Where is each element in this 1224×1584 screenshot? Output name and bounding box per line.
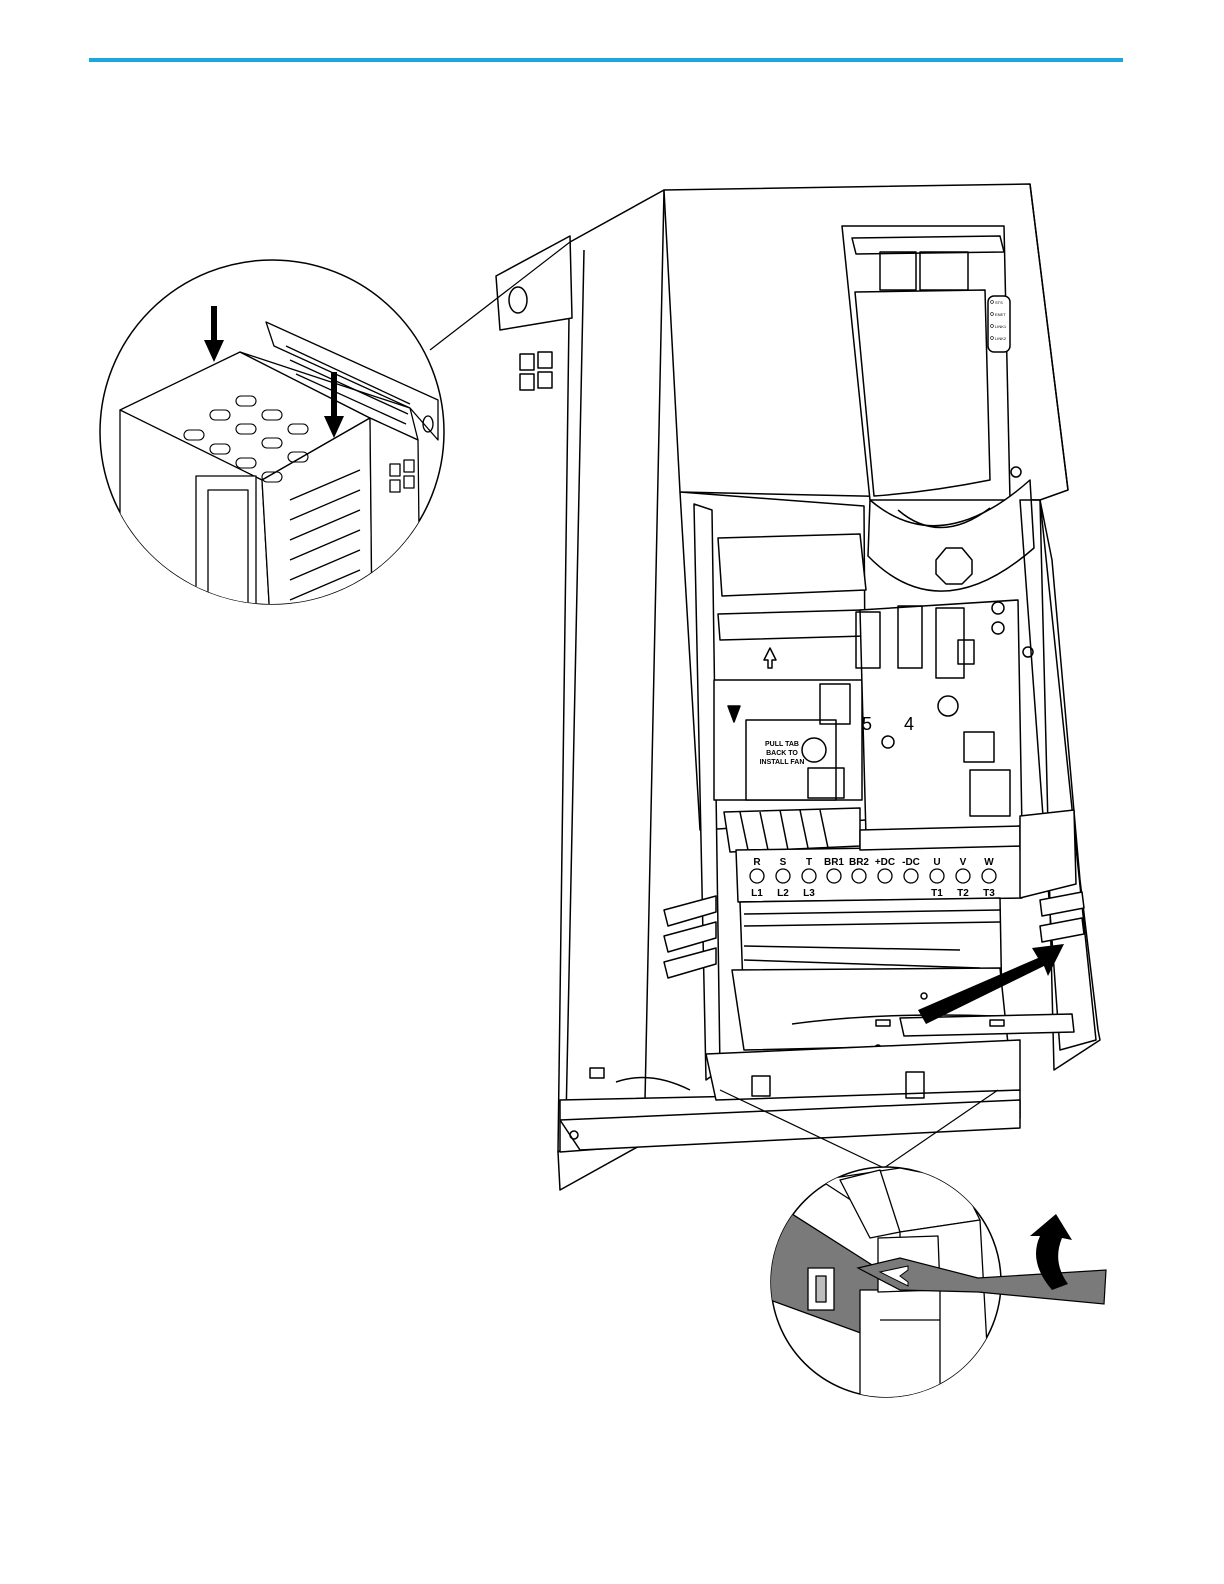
hmi-led-label: STS [995, 300, 1003, 305]
fan-tab-label: PULL TAB BACK TO INSTALL FAN [760, 741, 805, 766]
board-mark: 5 [862, 714, 872, 734]
terminal-label: L3 [803, 888, 815, 899]
fan-tab-line: INSTALL FAN [760, 759, 805, 766]
terminal-label: R [753, 857, 761, 868]
callout-tab-detail [770, 1167, 1106, 1400]
terminal-label: V [960, 857, 967, 868]
terminal-label: L2 [777, 888, 789, 899]
terminal-label: U [933, 857, 940, 868]
terminal-label: S [780, 857, 787, 868]
terminal-label: T [806, 857, 812, 868]
drive-body [496, 184, 1100, 1190]
terminal-label: BR2 [849, 857, 869, 868]
terminal-label: W [984, 857, 994, 868]
fan-tab-line: PULL TAB [765, 741, 799, 748]
hmi-led-label: LINK2 [995, 336, 1007, 341]
terminal-label: T3 [983, 888, 995, 899]
board-mark: 4 [904, 714, 914, 734]
hmi-led-label: LINK1 [995, 324, 1007, 329]
terminal-label: T1 [931, 888, 943, 899]
terminal-label: L1 [751, 888, 763, 899]
terminal-label: BR1 [824, 857, 844, 868]
fan-tab-line: BACK TO [766, 750, 798, 757]
callout-top-view [100, 260, 444, 626]
terminal-label: +DC [875, 857, 895, 868]
terminal-label: -DC [902, 857, 920, 868]
hmi-led-label: ENET [995, 312, 1006, 317]
terminal-label: T2 [957, 888, 969, 899]
